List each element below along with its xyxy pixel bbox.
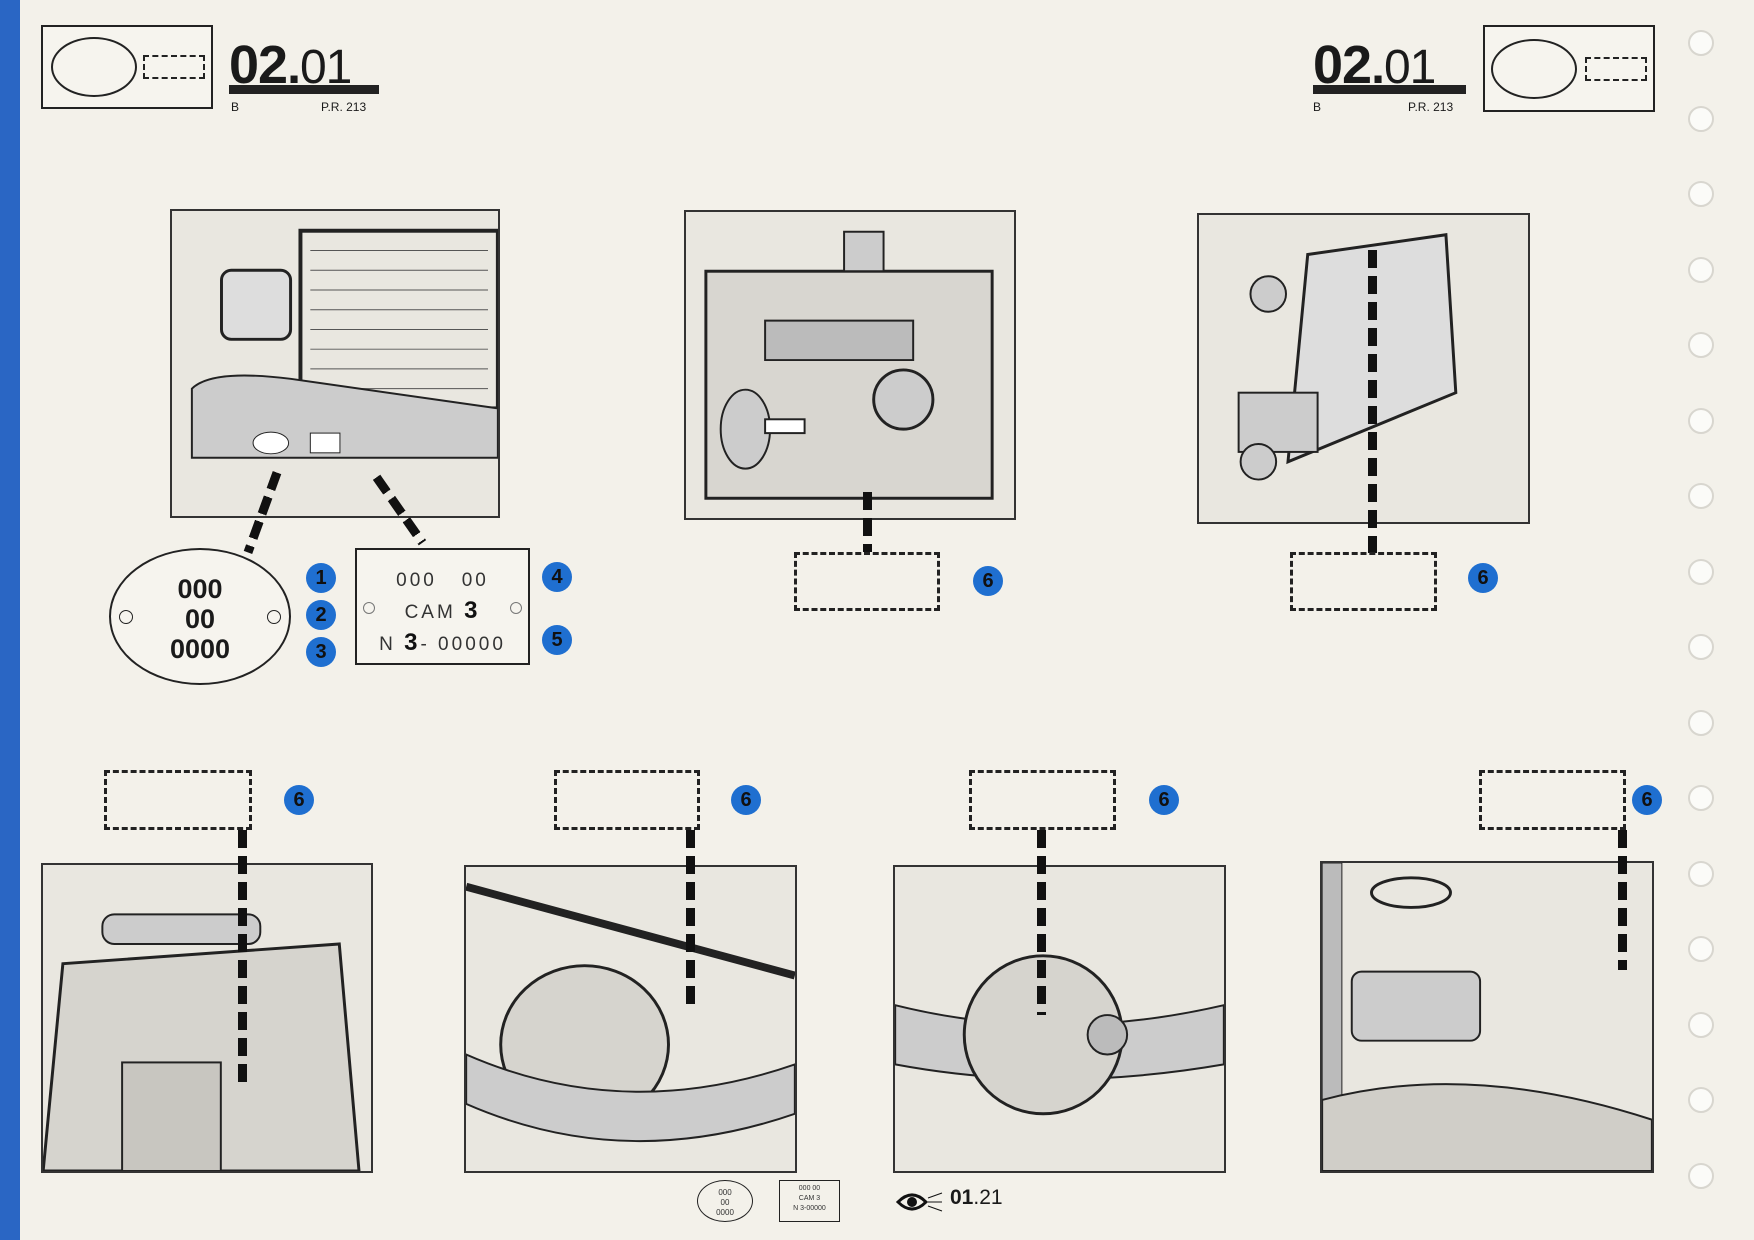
binder-hole — [1688, 709, 1714, 736]
header-label-pr: P.R. 213 — [1408, 100, 1454, 114]
binder-hole — [1688, 1162, 1714, 1189]
header-plate-icon-left — [41, 25, 213, 109]
header-bar — [1313, 85, 1466, 94]
binder-hole — [1688, 1011, 1714, 1038]
callout-badge-6: 6 — [1149, 785, 1179, 815]
arrow — [1618, 830, 1627, 970]
callout-badge-6: 6 — [1632, 785, 1662, 815]
illustration-front-axle — [464, 865, 797, 1173]
cross-reference[interactable]: 01.21 — [950, 1186, 1003, 1209]
header-bar — [229, 85, 379, 94]
callout-badge-6: 6 — [973, 566, 1003, 596]
header-label-b: B — [231, 100, 240, 114]
binder-hole — [1688, 634, 1714, 660]
plate-location-box — [554, 770, 700, 830]
plate-location-box — [1479, 770, 1626, 830]
callout-badge-5: 5 — [542, 625, 572, 655]
callout-badge-4: 4 — [542, 562, 572, 592]
illustration-engine — [684, 210, 1016, 520]
eye-icon — [895, 1188, 946, 1221]
binder-hole — [1688, 1087, 1714, 1113]
illustration-gearbox — [41, 863, 373, 1173]
section-code-left: 02.01 — [229, 35, 352, 95]
illustration-front-grille — [170, 209, 500, 518]
binder-hole — [1688, 558, 1714, 585]
binder-hole — [1688, 407, 1714, 434]
plate-location-box — [1290, 552, 1437, 611]
illustration-transfer-case — [1197, 213, 1530, 524]
binder-hole — [1688, 936, 1714, 962]
binder-hole — [1688, 30, 1714, 56]
binding-strip — [0, 0, 20, 1240]
binder-hole — [1688, 860, 1714, 887]
callout-badge-1: 1 — [306, 563, 336, 593]
illustration-cab-interior — [1320, 861, 1654, 1173]
binder-hole — [1688, 181, 1714, 207]
callout-badge-6: 6 — [731, 785, 761, 815]
binder-hole — [1688, 483, 1714, 509]
arrow — [238, 830, 247, 1085]
illustration-rear-axle — [893, 865, 1226, 1173]
section-code-right: 02.01 — [1313, 35, 1436, 95]
arrow — [863, 492, 872, 552]
rect-id-plate: 000 00 CAM 3 N 3- 00000 — [355, 548, 530, 665]
arrow — [1037, 830, 1046, 1015]
callout-badge-2: 2 — [306, 600, 336, 630]
arrow — [1368, 250, 1377, 553]
plate-location-box — [794, 552, 940, 611]
callout-badge-6: 6 — [284, 785, 314, 815]
binder-hole — [1688, 785, 1714, 811]
header-label-b: B — [1313, 100, 1322, 114]
plate-location-box — [969, 770, 1116, 830]
callout-badge-3: 3 — [306, 637, 336, 667]
arrow — [686, 830, 695, 1005]
header-label-pr: P.R. 213 — [321, 100, 367, 114]
binder-hole — [1688, 256, 1714, 283]
callout-badge-6: 6 — [1468, 563, 1498, 593]
header-plate-icon-right — [1483, 25, 1655, 112]
binder-hole — [1688, 332, 1714, 358]
binder-hole — [1688, 105, 1714, 132]
plate-location-box — [104, 770, 252, 830]
